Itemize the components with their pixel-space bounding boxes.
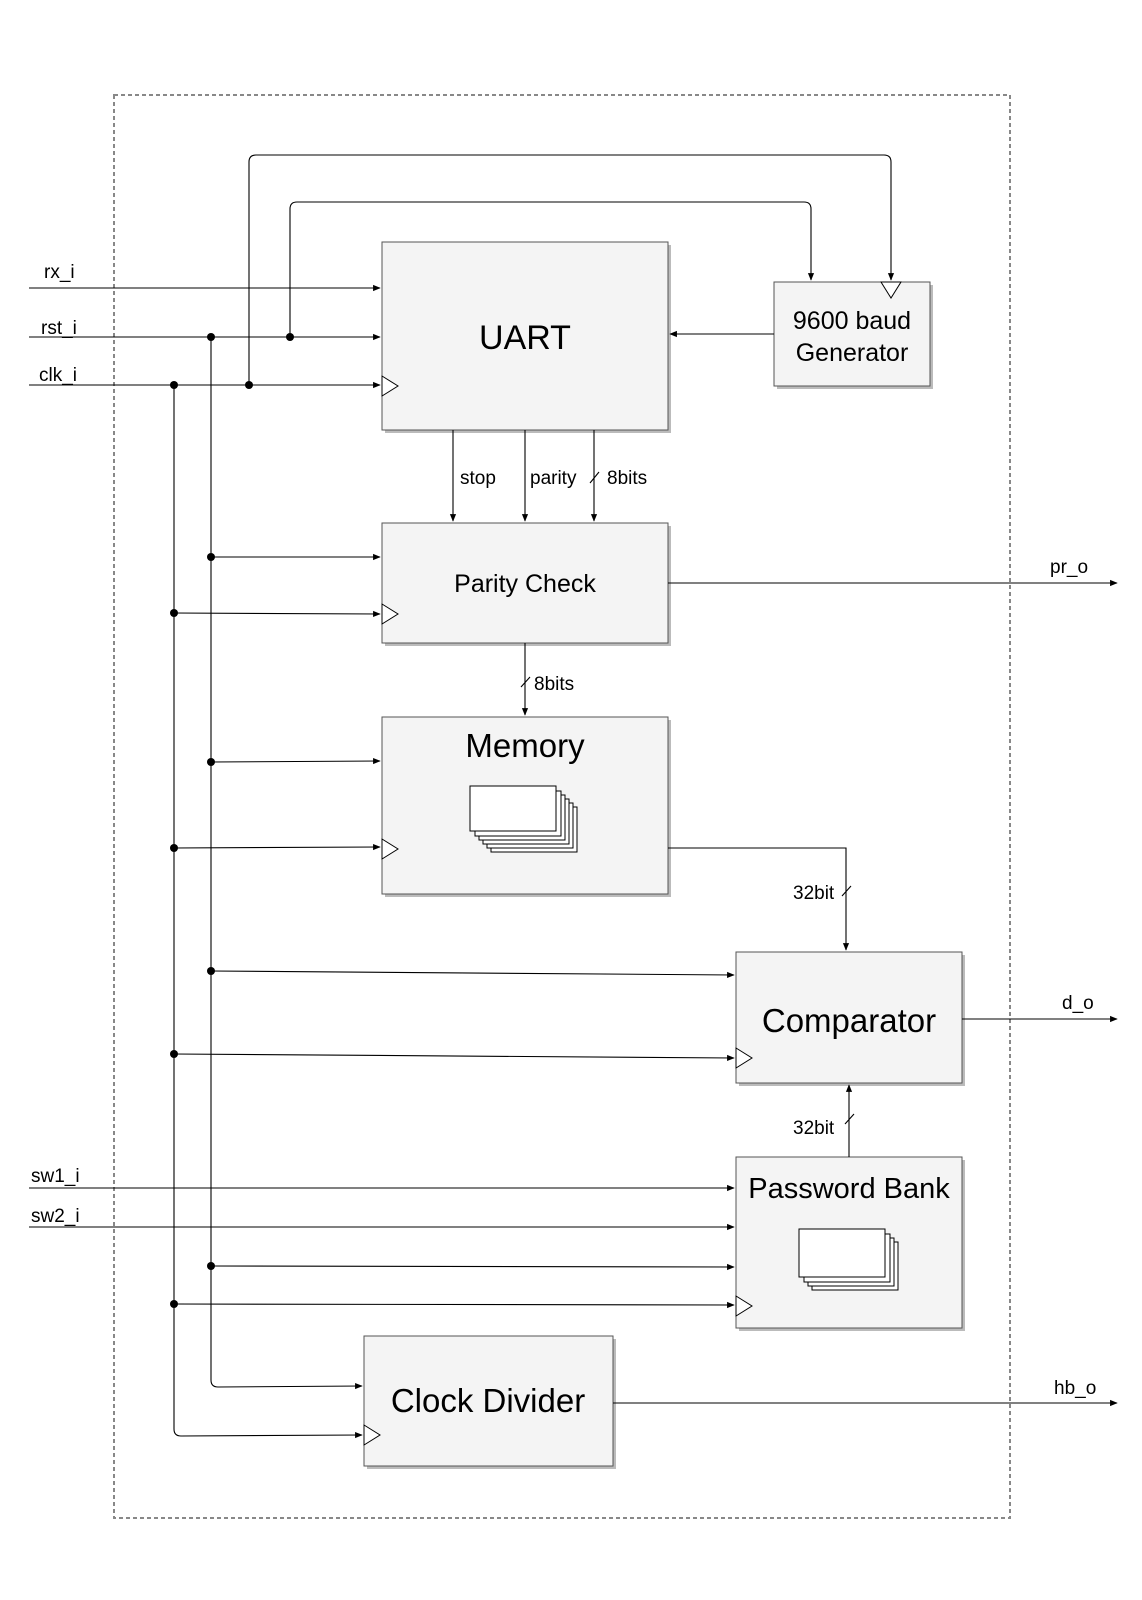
clock-divider-label: Clock Divider [391,1382,585,1419]
memory-label: Memory [465,727,585,764]
baud-label-line2: Generator [796,339,909,367]
memory-to-comparator-wire [668,847,850,951]
uart-block: UART [381,241,671,433]
uart-label: UART [479,319,571,357]
password-bank-block: Password Bank [735,1156,965,1331]
sw2-input-label: sw2_i [31,1206,80,1227]
clk-to-baud-wire [248,154,895,385]
clock-divider-block: Clock Divider [363,1335,616,1469]
d-output-label: d_o [1062,993,1094,1014]
clk-bus [173,385,735,1439]
junction-dots [170,333,294,1308]
parity-check-label: Parity Check [454,570,596,598]
system-boundary [113,94,1011,1519]
rst-to-baud-wire [289,201,815,337]
stop-signal-label: stop [460,468,496,489]
parity-bits-label: 8bits [534,674,574,695]
clk-input-label: clk_i [39,365,77,386]
rst-input-label: rst_i [41,318,77,339]
memory-bus-label: 32bit [793,883,835,904]
pr-output-label: pr_o [1050,557,1088,578]
password-stack-icon [798,1228,899,1291]
comparator-label: Comparator [762,1002,936,1039]
baud-label-line1: 9600 baud [793,307,911,335]
uart-bits-label: 8bits [607,468,647,489]
comparator-block: Comparator [735,951,965,1086]
parity-check-block: Parity Check [381,522,671,646]
memory-block: Memory [381,716,671,897]
parity-signal-label: parity [530,468,577,489]
baud-generator-block: 9600 baud Generator [773,281,933,389]
rst-bus [210,337,735,1390]
hb-output-label: hb_o [1054,1378,1096,1399]
output-wires [613,579,1118,1407]
rx-input-label: rx_i [44,262,75,283]
sw1-input-label: sw1_i [31,1166,80,1187]
uart-to-parity-wires [449,430,600,522]
input-wires [29,284,735,1231]
memory-stack-icon [469,785,578,853]
password-bank-label: Password Bank [748,1173,950,1205]
password-bus-label: 32bit [793,1118,835,1139]
